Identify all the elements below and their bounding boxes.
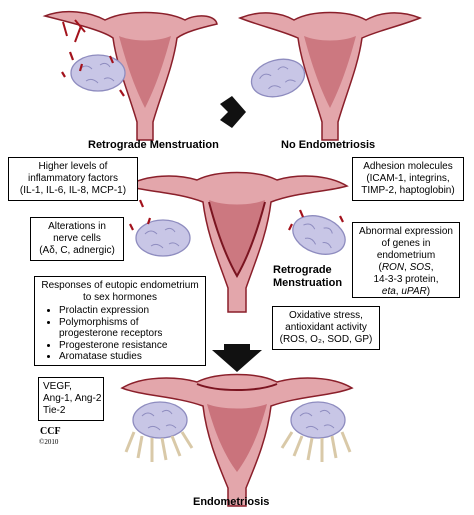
hormones-header-1: Responses of eutopic endometrium — [41, 280, 199, 291]
implants-bottom-right — [280, 431, 352, 462]
label-retrograde-line2: Menstruation — [273, 277, 343, 289]
uterus-top-left — [42, 10, 218, 141]
box-nerve-cells: Alterations in nerve cells (Aδ, C, adner… — [30, 217, 124, 261]
vegf-line-3: Tie-2 — [43, 405, 66, 416]
box-gene-expression: Abnormal expression of genes in endometr… — [352, 222, 460, 298]
adhesion-line-1: Adhesion molecules — [363, 161, 453, 172]
vegf-line-1: VEGF, — [43, 381, 72, 392]
vegf-line-2: Ang-1, Ang-2 — [43, 393, 102, 404]
adhesion-line-2: (ICAM-1, integrins, — [366, 173, 450, 184]
oxidative-line-3: (ROS, O₂, SOD, GP) — [279, 334, 373, 345]
uterus-middle — [125, 171, 349, 313]
hormones-item-3: Progesterone resistance — [59, 340, 201, 352]
hormones-item-4: Aromatase studies — [59, 351, 201, 363]
inflammatory-line-3: (IL-1, IL-6, IL-8, MCP-1) — [19, 185, 127, 196]
label-retrograde-middle: Retrograde Menstruation — [273, 264, 342, 290]
nerve-line-2: nerve cells — [53, 233, 101, 244]
genes-line-1: Abnormal expression — [359, 226, 453, 237]
genes-line-5: 14-3-3 protein, — [373, 274, 439, 285]
ovary-bottom-left — [132, 401, 188, 439]
box-inflammatory-factors: Higher levels of inflammatory factors (I… — [8, 157, 138, 201]
genes-line-2: of genes in — [381, 238, 431, 249]
gene-sep-2: , — [395, 286, 402, 297]
uterus-top-right — [237, 11, 423, 141]
label-retrograde-line1: Retrograde — [273, 264, 332, 276]
nerve-line-3: (Aδ, C, adnergic) — [39, 245, 115, 256]
genes-line-4: (RON, SOS, — [378, 262, 434, 273]
gene-sep-1: , — [404, 262, 410, 273]
blood-droplets-top — [61, 51, 125, 97]
gene-eta: eta — [381, 286, 396, 297]
genes-line-3: endometrium — [376, 250, 436, 261]
blood-droplets-middle — [129, 199, 344, 231]
label-retrograde-top: Retrograde Menstruation — [88, 139, 219, 151]
genes-line-6: eta, uPAR) — [381, 286, 431, 297]
oxidative-line-1: Oxidative stress, — [289, 310, 363, 321]
hormones-item-1: Prolactin expression — [59, 305, 201, 317]
box-adhesion-molecules: Adhesion molecules (ICAM-1, integrins, T… — [352, 157, 464, 201]
nerve-line-1: Alterations in — [48, 221, 106, 232]
hormones-item-2: Polymorphisms of progesterone receptors — [59, 317, 169, 340]
ovary-top-right — [246, 52, 310, 104]
box-vegf: VEGF, Ang-1, Ang-2 Tie-2 — [38, 377, 104, 421]
uterus-bottom — [120, 373, 354, 507]
ovary-bottom-right — [290, 401, 346, 439]
gene-sos: SOS — [409, 262, 431, 273]
right-arrow — [220, 96, 246, 128]
copyright-year: ©2010 — [39, 438, 59, 446]
ovary-middle-left — [135, 219, 191, 257]
ovary-top-left — [70, 54, 126, 92]
gene-ron: RON — [381, 262, 405, 273]
label-no-endometriosis: No Endometriosis — [281, 139, 376, 151]
hormones-header-2: to sex hormones — [83, 292, 157, 303]
down-arrow — [212, 344, 262, 372]
ccf-logo: CCF — [40, 426, 61, 437]
gene-upar: uPAR — [401, 286, 427, 297]
inflammatory-line-1: Higher levels of — [38, 161, 108, 172]
implants-bottom-left — [124, 431, 194, 462]
oxidative-line-2: antioxidant activity — [285, 322, 367, 333]
adhesion-line-3: TIMP-2, haptoglobin) — [361, 185, 455, 196]
label-endometriosis: Endometriosis — [193, 496, 270, 508]
hormones-list: Prolactin expression Polymorphisms of pr… — [39, 305, 201, 363]
box-oxidative-stress: Oxidative stress, antioxidant activity (… — [272, 306, 380, 350]
box-sex-hormones: Responses of eutopic endometrium to sex … — [34, 276, 206, 366]
inflammatory-line-2: inflammatory factors — [27, 173, 119, 184]
